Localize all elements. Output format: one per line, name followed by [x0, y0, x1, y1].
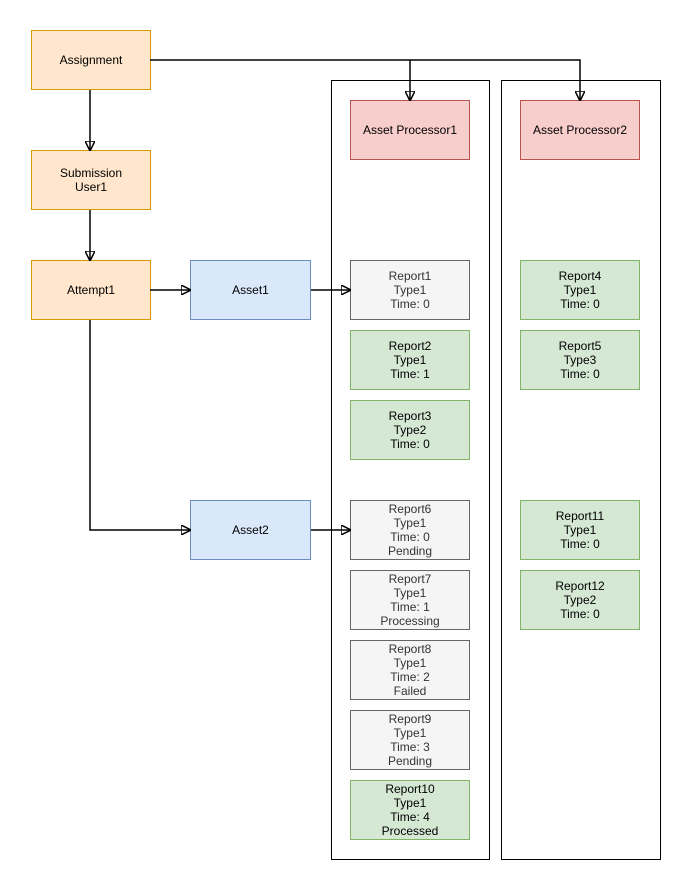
report9-time: Time: 3: [390, 740, 430, 754]
report9-status: Pending: [387, 754, 433, 768]
report9-type: Type1: [393, 726, 427, 740]
report7-type: Type1: [393, 586, 427, 600]
report12-node: Report12 Type2 Time: 0: [520, 570, 640, 630]
report4-type: Type1: [563, 283, 597, 297]
report7-node: Report7 Type1 Time: 1 Processing: [350, 570, 470, 630]
report10-type: Type1: [393, 796, 427, 810]
report12-type: Type2: [563, 593, 597, 607]
report8-time: Time: 2: [390, 670, 430, 684]
report3-time: Time: 0: [390, 437, 430, 451]
asset2-label: Asset2: [232, 523, 269, 537]
report4-node: Report4 Type1 Time: 0: [520, 260, 640, 320]
asset1-node: Asset1: [190, 260, 311, 320]
report11-type: Type1: [563, 523, 597, 537]
report11-node: Report11 Type1 Time: 0: [520, 500, 640, 560]
report2-type: Type1: [393, 353, 427, 367]
assignment-label: Assignment: [59, 53, 123, 67]
report1-time: Time: 0: [390, 297, 430, 311]
asset-processor1-label: Asset Processor1: [362, 123, 458, 137]
report6-type: Type1: [393, 516, 427, 530]
report3-type: Type2: [393, 423, 427, 437]
report10-time: Time: 4: [390, 810, 430, 824]
report4-time: Time: 0: [560, 297, 600, 311]
attempt1-label: Attempt1: [66, 283, 116, 297]
report12-name: Report12: [555, 579, 605, 593]
submission-label-line1: Submission: [59, 166, 123, 180]
report10-node: Report10 Type1 Time: 4 Processed: [350, 780, 470, 840]
submission-node: Submission User1: [31, 150, 151, 210]
report9-name: Report9: [388, 712, 432, 726]
report5-name: Report5: [558, 339, 602, 353]
report8-status: Failed: [393, 684, 427, 698]
report3-name: Report3: [388, 409, 432, 423]
report8-node: Report8 Type1 Time: 2 Failed: [350, 640, 470, 700]
report2-node: Report2 Type1 Time: 1: [350, 330, 470, 390]
report7-status: Processing: [380, 614, 440, 628]
report10-status: Processed: [381, 824, 439, 838]
report2-time: Time: 1: [390, 367, 430, 381]
report6-status: Pending: [387, 544, 433, 558]
asset-processor2-label: Asset Processor2: [532, 123, 628, 137]
report11-name: Report11: [555, 509, 605, 523]
report4-name: Report4: [558, 269, 602, 283]
report10-name: Report10: [385, 782, 435, 796]
assignment-node: Assignment: [31, 30, 151, 90]
asset-processor2-node: Asset Processor2: [520, 100, 640, 160]
report7-time: Time: 1: [390, 600, 430, 614]
report6-node: Report6 Type1 Time: 0 Pending: [350, 500, 470, 560]
edge-attempt1-to-asset2: [89, 320, 190, 530]
report1-name: Report1: [388, 269, 432, 283]
report6-time: Time: 0: [390, 530, 430, 544]
asset-processor1-node: Asset Processor1: [350, 100, 470, 160]
report5-node: Report5 Type3 Time: 0: [520, 330, 640, 390]
report1-type: Type1: [393, 283, 427, 297]
report1-node: Report1 Type1 Time: 0: [350, 260, 470, 320]
report5-time: Time: 0: [560, 367, 600, 381]
report3-node: Report3 Type2 Time: 0: [350, 400, 470, 460]
report5-type: Type3: [563, 353, 597, 367]
report11-time: Time: 0: [560, 537, 600, 551]
report12-time: Time: 0: [560, 607, 600, 621]
report9-node: Report9 Type1 Time: 3 Pending: [350, 710, 470, 770]
submission-label-line2: User1: [74, 180, 107, 194]
report2-name: Report2: [388, 339, 432, 353]
attempt1-node: Attempt1: [31, 260, 151, 320]
report8-type: Type1: [393, 656, 427, 670]
asset2-node: Asset2: [190, 500, 311, 560]
report7-name: Report7: [388, 572, 432, 586]
report6-name: Report6: [388, 502, 432, 516]
processor2-container: [501, 80, 661, 860]
report8-name: Report8: [388, 642, 432, 656]
asset1-label: Asset1: [232, 283, 269, 297]
